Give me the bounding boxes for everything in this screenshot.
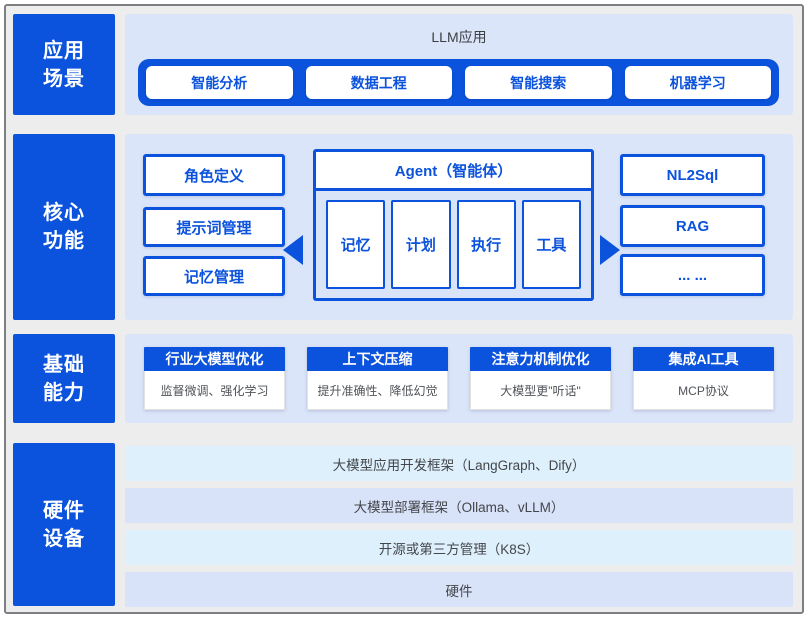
- arrow-left-icon: [283, 235, 303, 265]
- diagram-canvas: 应用 场景 核心 功能 基础 能力 硬件 设备 LLM应用 智能分析 数据工程 …: [4, 4, 804, 614]
- agent-module-tools: 工具: [521, 200, 581, 289]
- infra-row-third-party-management: 开源或第三方管理（K8S）: [125, 530, 793, 565]
- card-description: 提升准确性、降低幻觉: [307, 371, 448, 410]
- capability-layer-panel: 行业大模型优化 监督微调、强化学习 上下文压缩 提升准确性、降低幻觉 注意力机制…: [125, 334, 793, 423]
- agent-module-planning: 计划: [391, 200, 451, 289]
- agent-title: Agent（智能体）: [316, 152, 591, 191]
- sidebar-item-hardware-devices: 硬件 设备: [13, 443, 115, 606]
- card-attention-optimization: 注意力机制优化 大模型更"听话": [470, 347, 611, 410]
- card-ai-tools-integration: 集成AI工具 MCP协议: [633, 347, 774, 410]
- card-title: 集成AI工具: [633, 347, 774, 371]
- card-industry-model-optimization: 行业大模型优化 监督微调、强化学习: [144, 347, 285, 410]
- app-chip-smart-analysis: 智能分析: [146, 66, 293, 99]
- card-context-compression: 上下文压缩 提升准确性、降低幻觉: [307, 347, 448, 410]
- agent-modules: 记忆 计划 执行 工具: [316, 191, 591, 298]
- agent-module-execution: 执行: [456, 200, 516, 289]
- sidebar-item-basic-capabilities: 基础 能力: [13, 334, 115, 423]
- box-prompt-management: 提示词管理: [143, 207, 285, 247]
- arrow-right-icon: [600, 235, 620, 265]
- app-buttons-bar: 智能分析 数据工程 智能搜索 机器学习: [138, 59, 779, 106]
- card-description: 监督微调、强化学习: [144, 371, 285, 410]
- card-title: 注意力机制优化: [470, 347, 611, 371]
- card-description: 大模型更"听话": [470, 371, 611, 410]
- sidebar-item-application-scenarios: 应用 场景: [13, 14, 115, 115]
- app-chip-machine-learning: 机器学习: [624, 66, 771, 99]
- agent-module-memory: 记忆: [326, 200, 386, 289]
- app-chip-smart-search: 智能搜索: [465, 66, 612, 99]
- core-layer-panel: 角色定义 提示词管理 记忆管理 Agent（智能体） 记忆 计划 执行 工具 N…: [125, 134, 793, 320]
- box-nl2sql: NL2Sql: [620, 154, 765, 196]
- app-layer-panel: LLM应用 智能分析 数据工程 智能搜索 机器学习: [125, 14, 793, 115]
- llm-apps-title: LLM应用: [431, 29, 487, 45]
- infra-row-deploy-framework: 大模型部署框架（Ollama、vLLM）: [125, 488, 793, 523]
- sidebar-item-core-functions: 核心 功能: [13, 134, 115, 320]
- card-title: 上下文压缩: [307, 347, 448, 371]
- infra-row-hardware: 硬件: [125, 572, 793, 607]
- infra-row-dev-framework: 大模型应用开发框架（LangGraph、Dify）: [125, 446, 793, 481]
- box-memory-management: 记忆管理: [143, 256, 285, 296]
- box-role-definition: 角色定义: [143, 154, 285, 196]
- box-rag: RAG: [620, 205, 765, 247]
- app-chip-data-engineering: 数据工程: [305, 66, 452, 99]
- card-title: 行业大模型优化: [144, 347, 285, 371]
- box-more: ... ...: [620, 254, 765, 296]
- agent-container: Agent（智能体） 记忆 计划 执行 工具: [313, 149, 594, 301]
- card-description: MCP协议: [633, 371, 774, 410]
